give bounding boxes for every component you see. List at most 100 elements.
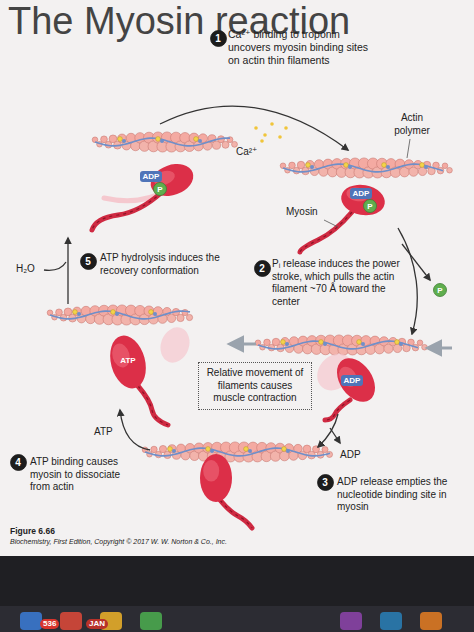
taskbar-icon [380,612,402,630]
step-number: 3 [317,474,334,491]
step-number: 2 [254,260,271,277]
myosin-tail-twist [138,386,168,425]
illustration-part [280,163,286,169]
illustration-part [417,340,423,346]
node-text: ADP [143,172,160,181]
phosphate-circle: P [363,199,377,213]
illustration-part [282,447,287,452]
illustration-part [203,460,219,482]
node-text: P [437,286,442,295]
calendar-icon-text: JAN [86,619,108,629]
node-text: P [367,202,372,211]
molecule-name: H₂O [16,263,35,276]
myosin-tail-twist [300,212,352,252]
illustration-part [168,447,173,452]
myosin-tail-twist [92,192,162,230]
molecule-name: ADP [340,449,361,462]
node-text: 4 [15,457,21,468]
illustration-part [118,134,127,143]
notification-badge: 536 [40,619,59,629]
actin-filament [47,305,192,325]
myosin-tail [220,500,252,528]
illustration-part [56,309,63,316]
illustration-part [160,139,164,143]
node-text: ADP [353,189,370,198]
taskbar-icon [340,612,362,630]
node-text: 2 [259,263,265,274]
illustration-part [73,307,82,316]
illustration-part [186,314,192,320]
illustration-part [386,165,390,169]
illustration-part [156,323,195,366]
illustration-part [198,139,202,143]
illustration-part [145,448,330,456]
adp-badge: ADP [341,375,364,386]
calcium-ion [260,139,264,143]
illustration-part [339,181,388,218]
illustration-part [149,310,154,315]
illustration-part [154,183,167,196]
illustration-part [50,311,190,319]
illustration-part [382,163,387,168]
illustration-part [399,342,403,346]
illustration-part [200,454,232,502]
myosin-tail [138,386,168,425]
illustration-part [168,445,176,453]
illustration-part [344,163,349,168]
cycle-arrow [44,262,66,270]
step-text: ATP binding causes myosin to dissociate … [30,456,140,494]
node-text: P [157,185,162,194]
phosphate-circle: P [433,283,447,297]
step-number: 4 [10,454,27,471]
calcium-ion [278,135,282,139]
illustration-part [77,312,81,316]
illustration-part [156,137,161,142]
illustration-part [95,138,230,146]
step-text: Ca²⁺ binding to troponin uncovers myosin… [228,28,380,67]
illustration-part [335,363,360,390]
illustration-part [115,312,119,316]
illustration-part [364,200,377,213]
myosin-tail [300,212,352,252]
illustration-part [357,340,362,345]
molecule-name: ATP [94,426,113,439]
myosin-tail-twist [220,500,252,528]
illustration-part [285,342,289,346]
illustration-part [348,165,352,169]
illustration-part [73,310,78,315]
taskbar-icon [60,612,82,630]
illustration-part [47,310,53,316]
illustration-part [395,340,400,345]
cycle-arrow [230,343,256,346]
cycle-arrow [330,428,340,443]
step-number: 1 [210,30,227,47]
node-text: ADP [344,376,361,385]
cycle-arrow [67,238,68,304]
illustration-part [323,342,327,346]
illustration-part [424,165,428,169]
part-name: Actin polymer [386,112,438,137]
ghost-myosin-head [156,323,195,366]
taskbar-icon [140,612,162,630]
calcium-ion [284,126,288,130]
illustration-part [80,253,96,269]
part-name: Myosin [286,206,318,219]
illustration-part [111,310,116,315]
cycle-arrow [160,106,348,150]
illustration-part [422,344,428,350]
illustration-part [264,339,271,346]
illustration-part [118,137,123,142]
illustration-part [434,284,447,297]
myosin-head [105,332,152,393]
illustration-part [210,30,226,46]
illustration-part [10,454,26,470]
ion-name: Ca²⁺ [236,146,257,159]
note-box: Relative movement of filaments causes mu… [198,362,312,410]
atp-label-on-head: ATP [118,355,137,366]
phosphate-circle: P [153,182,167,196]
step-text: ADP release empties the nucleotide bindi… [337,476,461,514]
myosin-head [329,351,383,409]
taskbar [0,606,474,632]
